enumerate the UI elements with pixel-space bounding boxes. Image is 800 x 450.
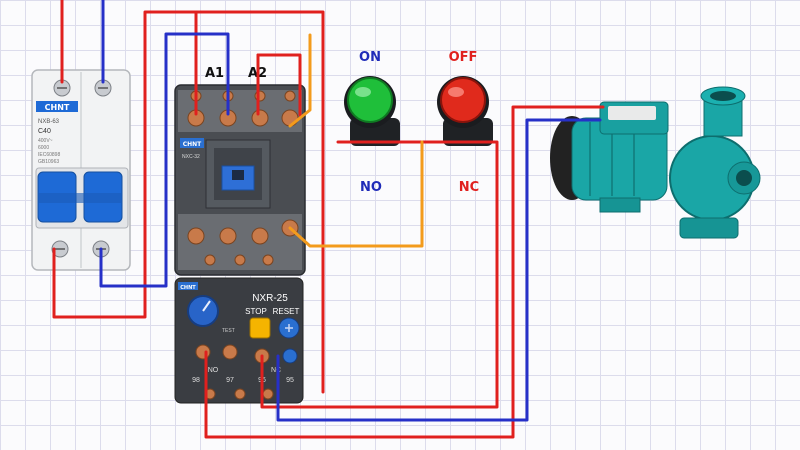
nc-label: NC (459, 180, 479, 195)
red-wire-t1-to-pump (204, 105, 605, 439)
off-indicator-lamp (437, 76, 493, 146)
contactor-model: NXC-32 (182, 154, 200, 160)
relay-nc-label: NC (271, 367, 281, 374)
relay-terminal-98: 98 (192, 377, 200, 384)
relay-stop-label: STOP (245, 307, 267, 316)
centrifugal-pump-icon (550, 86, 761, 239)
on-indicator-lamp (344, 76, 400, 146)
overload-relay: CHNT NXR-25 STOP RESET TEST NO NC 98 97 … (174, 277, 304, 404)
contactor-a1-label: A1 (205, 66, 224, 81)
relay-terminal-95: 95 (286, 377, 294, 384)
relay-test-label: TEST (222, 328, 235, 334)
relay-no-label: NO (208, 367, 219, 374)
relay-reset-label: RESET (273, 307, 300, 316)
breaker-brand: CHNT (45, 103, 70, 112)
orange-wire-aux-bottom (288, 140, 424, 248)
stop-button[interactable] (249, 317, 271, 339)
circuit-breaker: CHNT NXB-63 C40 400V~ 6000 IEC60898 GB10… (31, 69, 131, 271)
breaker-spec-4: GB10963 (38, 159, 59, 165)
relay-terminal-97: 97 (226, 377, 234, 384)
breaker-brand-plate (36, 101, 78, 112)
contactor-bottom-terminals (187, 219, 299, 266)
breaker-spec-2: 6000 (38, 145, 49, 151)
relay-model: NXR-25 (252, 293, 288, 304)
breaker-rating: C40 (38, 128, 51, 135)
blue-wire-t2-to-pump (276, 118, 602, 422)
red-wire-nc-lamp (260, 140, 499, 409)
no-label: NO (360, 180, 382, 195)
breaker-model: NXB-63 (38, 119, 60, 125)
breaker-spec-1: 400V~ (38, 138, 53, 144)
wiring (52, 0, 605, 439)
contactor-brand: CHNT (183, 141, 202, 148)
breaker-spec-3: IEC60898 (38, 152, 60, 158)
blue-wire-breaker-out (99, 32, 230, 288)
red-wire-breaker-out (52, 10, 325, 394)
off-label: OFF (449, 50, 478, 65)
orange-wire-aux-top (288, 33, 312, 128)
relay-brand: CHNT (180, 285, 196, 291)
on-label: ON (359, 50, 381, 65)
red-wire-coil-a2 (256, 53, 302, 117)
contactor: CHNT NXC-32 A1 A2 (174, 66, 306, 276)
